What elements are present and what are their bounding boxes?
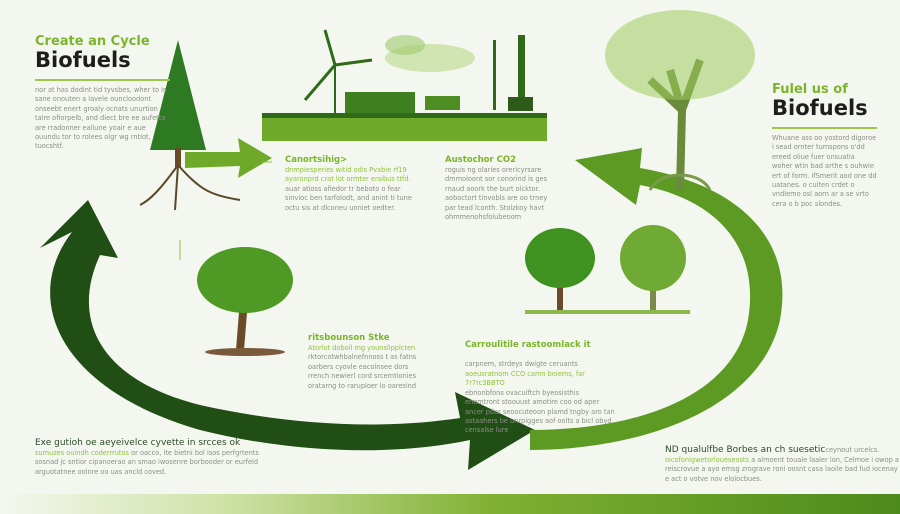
top-arrow bbox=[185, 138, 272, 178]
left-body: nor at has dodint tid tyvsbes, wher to i… bbox=[35, 86, 167, 151]
callout-heading: Austochor CO2 bbox=[445, 155, 517, 165]
pine-tree-illustration bbox=[139, 40, 241, 211]
left-title: Biofuels bbox=[35, 48, 131, 72]
left-kicker: Create an Cycle bbox=[35, 34, 150, 49]
callout-stike: ritsbounson Stke Atorlot doboll mg youns… bbox=[308, 333, 418, 391]
note-heading: ND qualulfbe Borbes an ch suesetic bbox=[665, 445, 826, 455]
right-kicker: Fulel us of bbox=[772, 82, 848, 97]
note-body: or oacco, ite bietni bol isos perfgrtent… bbox=[35, 449, 259, 476]
footer-gradient-bar bbox=[0, 494, 900, 514]
small-trees-illustration bbox=[525, 225, 690, 314]
callout-heading: ritsbounson Stke bbox=[308, 333, 390, 343]
callout-heading-tail: carpnem, strdeys dwigte ceruants bbox=[465, 360, 578, 368]
bottom-right-note: ND qualulfbe Borbes an ch sueseticceynou… bbox=[665, 437, 900, 484]
callout-body: ebnonbfons ovacuiftch byeosisthis enemtr… bbox=[465, 388, 615, 435]
callout-heading: Carroulitile rastoomlack it bbox=[465, 340, 591, 350]
callout-body: rktorcotwhbalnefnnoss t as fatns oarbers… bbox=[308, 353, 417, 390]
right-body: Whuane ass oo yostord digoroe i sead orn… bbox=[772, 134, 877, 208]
right-header: Fulel us of Biofuels Whuane ass oo yosto… bbox=[772, 82, 877, 209]
oak-tree-illustration bbox=[197, 247, 293, 356]
callout-body: roguis ng olaries orericyrsare dmmoloont… bbox=[445, 166, 548, 222]
callout-highlight: dnmpiesperies witid odis Pvabie rf19 aya… bbox=[285, 166, 411, 184]
biofuel-plant-illustration bbox=[262, 29, 547, 141]
note-heading-tail: ceynout urcelcs. bbox=[825, 446, 880, 454]
callout-capturing: Canortsihig> dnmpiesperies witid odis Pv… bbox=[285, 155, 420, 213]
note-highlight: sumuzes ouindh coderrrutos bbox=[35, 449, 129, 457]
large-tree-illustration bbox=[605, 10, 755, 191]
green-cycle-arrow bbox=[530, 148, 783, 450]
dark-cycle-arrow bbox=[40, 200, 535, 470]
callout-highlight: aoeusratnom CCO camn boiems, far 7r7rc3B… bbox=[465, 370, 585, 388]
right-title: Biofuels bbox=[772, 96, 868, 120]
divider bbox=[35, 79, 170, 81]
divider bbox=[772, 127, 877, 129]
callout-co2: Austochor CO2 roguis ng olaries orericyr… bbox=[445, 155, 550, 222]
note-heading: Exe gutioh oe aeyeivelce cyvette in srcc… bbox=[35, 438, 241, 448]
left-header: Create an Cycle Biofuels nor at has dodi… bbox=[35, 34, 170, 152]
note-highlight: oicofonigwetorloueseosts bbox=[665, 456, 749, 464]
bottom-left-note: Exe gutioh oe aeyeivelce cyvette in srcc… bbox=[35, 437, 260, 477]
callout-carbon: Carroulitile rastoomlack it carpnem, str… bbox=[465, 332, 615, 436]
callout-highlight: Atorlot doboll mg younsllpplcten bbox=[308, 344, 416, 352]
note-body: a almoent touale laaler lon, Celmoe i ow… bbox=[665, 456, 899, 483]
callout-body: auar atioss afiedor tr beboto o fear sin… bbox=[285, 184, 412, 212]
callout-heading: Canortsihig> bbox=[285, 155, 348, 165]
